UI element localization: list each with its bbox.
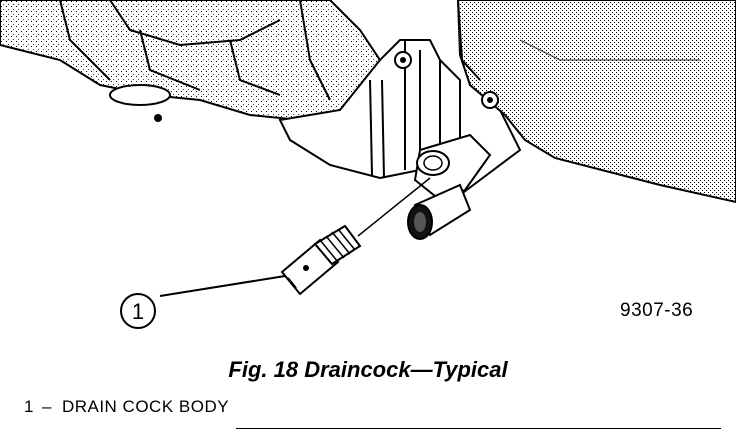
callout-number: 1 [132, 299, 144, 324]
legend-dash: – [41, 397, 52, 416]
drain-outlet [413, 109, 522, 202]
draincock-illustration: 1 [0, 0, 736, 329]
removal-line [357, 177, 431, 237]
engine-block [0, 0, 382, 122]
legend-number: 1 [24, 397, 34, 416]
callout-circle [120, 293, 156, 329]
hose-end [407, 183, 472, 240]
figure-caption: Fig. 18 Draincock—Typical [228, 357, 508, 382]
radiator-tank [456, 0, 736, 204]
radiator-housing [278, 39, 499, 180]
callout-leader [159, 275, 286, 297]
bottom-rule [236, 428, 721, 429]
drain-cock-body [280, 224, 362, 296]
legend-text: DRAIN COCK BODY [61, 397, 230, 416]
legend-item: 1–DRAIN COCK BODY [24, 397, 229, 417]
figure-code: 9307-36 [620, 300, 694, 321]
